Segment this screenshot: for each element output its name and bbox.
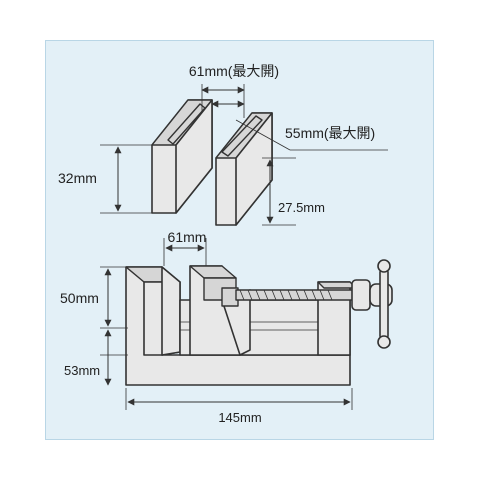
- vise-height-label: 50mm: [60, 290, 99, 306]
- jaw-height-dimension: [100, 144, 160, 214]
- jaw-opening-dimension: [163, 238, 207, 266]
- vise-length-dimension: [125, 388, 353, 410]
- base-height-label: 53mm: [64, 363, 100, 378]
- jaw-height-label: 32mm: [58, 170, 97, 186]
- base-height-dimension: [100, 329, 128, 386]
- groove-depth-dimension: [262, 157, 296, 226]
- jaw-width-label: 61mm(最大開): [189, 63, 279, 79]
- handle-bar: [377, 259, 391, 349]
- vise-height-dimension: [100, 266, 128, 329]
- movable-jaw: [189, 265, 251, 356]
- vise-length-label: 145mm: [218, 410, 261, 425]
- right-jaw-block: [215, 112, 273, 226]
- jaw-opening-label: 61mm: [168, 229, 207, 245]
- left-jaw-block: [151, 99, 213, 214]
- groove-depth-label: 27.5mm: [278, 200, 325, 215]
- inner-width-dimension: [211, 100, 388, 151]
- inner-width-label: 55mm(最大開): [285, 125, 375, 141]
